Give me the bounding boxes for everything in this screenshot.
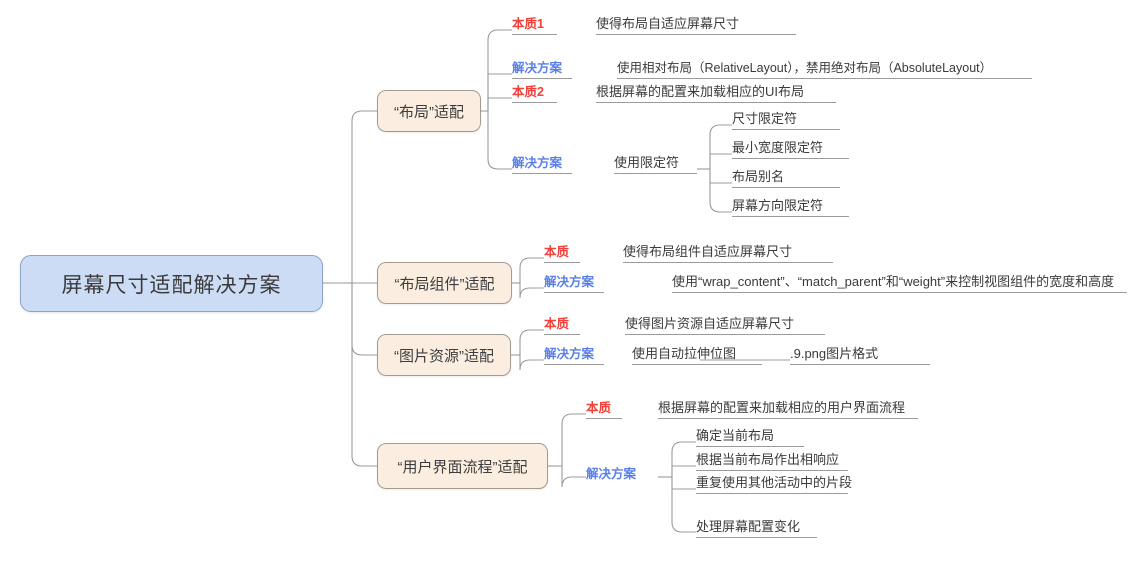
label-solution-image-resource[interactable]: 解决方案 — [544, 346, 604, 365]
topic-label-layout: “布局”适配 — [394, 103, 464, 121]
value-essence-ui-flow[interactable]: 根据屏幕的配置来加载相应的用户界面流程 — [658, 400, 918, 419]
solution-label-text: 解决方案 — [512, 156, 563, 170]
leaf-label: 尺寸限定符 — [732, 111, 798, 126]
root-node[interactable]: 屏幕尺寸适配解决方案 — [20, 255, 323, 312]
value-text: 使用“wrap_content”、“match_parent”和“weight”… — [672, 274, 1115, 289]
label-essence-layout-component[interactable]: 本质 — [544, 244, 580, 263]
value-text: 根据屏幕的配置来加载相应的用户界面流程 — [658, 400, 906, 415]
topic-label-ui-flow: “用户界面流程”适配 — [397, 458, 528, 476]
solution-label-text: 解决方案 — [586, 467, 637, 481]
leaf-orientation-qualifier[interactable]: 屏幕方向限定符 — [732, 198, 849, 217]
essence-label-text: 本质 — [544, 245, 570, 259]
value-solution-2[interactable]: 使用限定符 — [614, 155, 697, 174]
value-text: 使得布局自适应屏幕尺寸 — [596, 16, 740, 31]
value-solution-1[interactable]: 使用相对布局（RelativeLayout），禁用绝对布局（AbsoluteLa… — [617, 60, 1032, 79]
leaf-layout-alias[interactable]: 布局别名 — [732, 169, 840, 188]
value-essence-image-resource[interactable]: 使得图片资源自适应屏幕尺寸 — [625, 316, 825, 335]
value-solution-layout-component[interactable]: 使用“wrap_content”、“match_parent”和“weight”… — [672, 274, 1127, 293]
leaf-label: 确定当前布局 — [696, 428, 775, 443]
essence-label-text: 本质 — [544, 317, 570, 331]
leaf-label: 重复使用其他活动中的片段 — [696, 475, 853, 490]
label-solution-2[interactable]: 解决方案 — [512, 155, 572, 174]
solution-label-text: 解决方案 — [544, 275, 595, 289]
label-solution-ui-flow[interactable]: 解决方案 — [586, 465, 646, 484]
value-text: 使用自动拉伸位图 — [632, 346, 737, 361]
value-essence-layout-component[interactable]: 使得布局组件自适应屏幕尺寸 — [623, 244, 833, 263]
solution-label-text: 解决方案 — [544, 347, 595, 361]
solution-label-text: 解决方案 — [512, 61, 563, 75]
leaf-respond-to-layout[interactable]: 根据当前布局作出相响应 — [696, 452, 848, 471]
value-text: 使用限定符 — [614, 155, 680, 170]
root-node-label: 屏幕尺寸适配解决方案 — [61, 273, 282, 297]
topic-label-image-resource: “图片资源”适配 — [394, 347, 494, 365]
value-text: 使用相对布局（RelativeLayout），禁用绝对布局（AbsoluteLa… — [617, 61, 993, 75]
topic-node-ui-flow[interactable]: “用户界面流程”适配 — [377, 443, 548, 489]
label-essence-image-resource[interactable]: 本质 — [544, 316, 580, 335]
value-essence-1[interactable]: 使得布局自适应屏幕尺寸 — [596, 16, 796, 35]
label-essence-1[interactable]: 本质1 — [512, 16, 557, 35]
topic-node-layout[interactable]: “布局”适配 — [377, 90, 481, 132]
leaf-nine-patch-png[interactable]: .9.png图片格式 — [790, 346, 930, 365]
leaf-label: 根据当前布局作出相响应 — [696, 452, 840, 467]
leaf-reuse-fragments[interactable]: 重复使用其他活动中的片段 — [696, 475, 852, 494]
label-essence-ui-flow[interactable]: 本质 — [586, 400, 622, 419]
leaf-min-width-qualifier[interactable]: 最小宽度限定符 — [732, 140, 849, 159]
value-text: 根据屏幕的配置来加载相应的UI布局 — [596, 84, 805, 99]
leaf-label: .9.png图片格式 — [790, 346, 879, 361]
leaf-size-qualifier[interactable]: 尺寸限定符 — [732, 111, 840, 130]
topic-node-image-resource[interactable]: “图片资源”适配 — [377, 334, 511, 376]
essence-label-text: 本质 — [586, 401, 612, 415]
leaf-label: 最小宽度限定符 — [732, 140, 824, 155]
value-text: 使得布局组件自适应屏幕尺寸 — [623, 244, 793, 259]
leaf-determine-current-layout[interactable]: 确定当前布局 — [696, 428, 804, 447]
essence-label-text: 本质2 — [512, 85, 544, 99]
label-solution-1[interactable]: 解决方案 — [512, 60, 572, 79]
leaf-label: 屏幕方向限定符 — [732, 198, 824, 213]
topic-node-layout-component[interactable]: “布局组件”适配 — [377, 262, 512, 304]
essence-label-text: 本质1 — [512, 17, 544, 31]
topic-label-layout-component: “布局组件”适配 — [394, 275, 495, 293]
value-solution-image-resource[interactable]: 使用自动拉伸位图 — [632, 346, 762, 365]
value-text: 使得图片资源自适应屏幕尺寸 — [625, 316, 795, 331]
leaf-label: 处理屏幕配置变化 — [696, 519, 801, 534]
label-solution-layout-component[interactable]: 解决方案 — [544, 274, 604, 293]
leaf-label: 布局别名 — [732, 169, 785, 184]
value-essence-2[interactable]: 根据屏幕的配置来加载相应的UI布局 — [596, 84, 836, 103]
label-essence-2[interactable]: 本质2 — [512, 84, 557, 103]
leaf-handle-config-change[interactable]: 处理屏幕配置变化 — [696, 519, 817, 538]
